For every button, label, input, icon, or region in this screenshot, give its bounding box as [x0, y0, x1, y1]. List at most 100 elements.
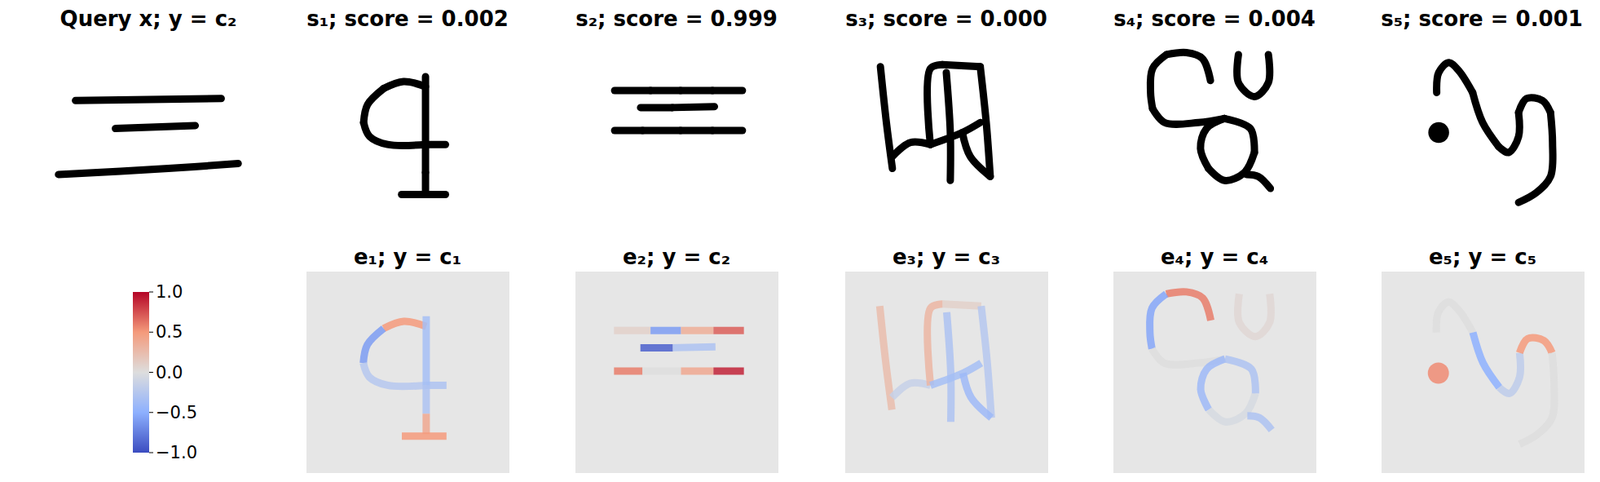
glyph-stroke: [930, 122, 980, 145]
glyph-stroke: [422, 413, 430, 434]
glyph-stroke: [363, 328, 384, 363]
glyph-stroke: [672, 106, 715, 108]
glyph-stroke: [962, 132, 991, 177]
glyph-stroke: [1518, 112, 1553, 203]
glyph-stroke: [58, 163, 239, 174]
heatmap-ground: [575, 271, 779, 473]
glyph-stroke: [363, 362, 427, 387]
glyph-stroke: [1200, 358, 1226, 410]
glyph-stroke: [401, 431, 447, 440]
panel-title: e₄; y = c₄: [1160, 245, 1269, 270]
glyph-stroke: [712, 127, 743, 135]
glyph-stroke: [1150, 293, 1167, 349]
glyph-stroke: [930, 362, 982, 385]
panel-title: e₂; y = c₂: [622, 245, 731, 270]
glyph-stroke: [75, 98, 222, 101]
explanation-map: [306, 271, 510, 473]
glyph-stroke: [680, 367, 714, 375]
sample-image: [614, 90, 743, 131]
glyph-stroke: [1166, 52, 1211, 80]
glyph-stroke: [1498, 352, 1521, 394]
glyph-stroke: [1200, 118, 1225, 168]
glyph-stroke: [422, 76, 430, 145]
glyph-stroke: [713, 367, 744, 375]
glyph-stroke: [680, 87, 713, 95]
glyph-stroke: [613, 326, 651, 335]
colorbar: [132, 291, 150, 453]
glyph-stroke: [892, 141, 931, 157]
glyph-stroke: [650, 326, 681, 335]
glyph-stroke: [962, 373, 992, 419]
glyph-stroke: [712, 87, 743, 95]
glyph-stroke: [1498, 112, 1521, 153]
glyph-stroke: [1518, 97, 1551, 113]
glyph-stroke: [680, 326, 714, 335]
colorbar-tick-label: −1.0: [155, 442, 198, 463]
glyph-stroke: [640, 343, 674, 352]
glyph-stroke: [614, 127, 643, 135]
glyph-stroke: [422, 316, 430, 386]
panel-title: e₁; y = c₁: [353, 245, 462, 270]
sample-image: [1428, 62, 1553, 203]
explanation-map: [1381, 271, 1585, 473]
glyph-dot: [1428, 122, 1449, 143]
glyph-stroke: [947, 312, 952, 422]
sample-image: [880, 64, 991, 181]
glyph-stroke: [942, 64, 981, 67]
glyph-stroke: [943, 304, 982, 306]
panel-title: s₄; score = 0.004: [1113, 7, 1316, 32]
glyph-dot: [1428, 362, 1450, 384]
glyph-stroke: [927, 304, 944, 386]
glyph-stroke: [713, 326, 744, 335]
panel-title: s₂; score = 0.999: [575, 7, 778, 32]
glyph-stroke: [1472, 332, 1499, 388]
explanation-map: [1113, 271, 1317, 473]
colorbar-ticks: [149, 291, 154, 453]
glyph-stroke: [891, 382, 931, 397]
glyph-stroke: [383, 321, 427, 329]
glyph-stroke: [422, 384, 430, 414]
glyph-stroke: [613, 367, 643, 375]
heatmap-ground: [306, 271, 510, 473]
glyph-stroke: [946, 72, 951, 181]
glyph-stroke: [680, 127, 713, 135]
glyph-stroke: [363, 88, 384, 124]
glyph-stroke: [383, 81, 426, 89]
glyph-stroke: [1519, 352, 1555, 445]
glyph-stroke: [1225, 358, 1256, 393]
glyph-stroke: [422, 144, 430, 172]
glyph-stroke: [642, 367, 681, 375]
glyph-stroke: [1237, 54, 1270, 97]
heatmap-ground: [1113, 271, 1317, 473]
glyph-stroke: [1238, 293, 1272, 336]
glyph-stroke: [640, 103, 673, 111]
glyph-stroke: [1436, 301, 1473, 332]
explanation-map: [845, 271, 1049, 473]
glyph-stroke: [1224, 118, 1255, 153]
glyph-stroke: [1150, 54, 1167, 109]
glyph-stroke: [650, 87, 681, 95]
panel-title: s₃; score = 0.000: [845, 7, 1048, 32]
explanation-map: [575, 271, 779, 473]
glyph-stroke: [1247, 415, 1272, 430]
panel-title: e₃; y = c₃: [892, 245, 1001, 270]
glyph-stroke: [422, 172, 430, 194]
panel-title: Query x; y = c₂: [60, 7, 238, 32]
panel-title: s₅; score = 0.001: [1380, 7, 1583, 32]
sample-image: [363, 76, 446, 195]
heatmap-ground: [845, 271, 1049, 473]
panel-title: e₅; y = c₅: [1428, 245, 1537, 270]
glyph-stroke: [642, 127, 681, 135]
glyph-stroke: [1166, 291, 1212, 321]
colorbar-tick-label: 1.0: [155, 282, 183, 302]
glyph-stroke: [115, 125, 196, 129]
colorbar-tick-label: 0.0: [155, 361, 183, 382]
glyph-stroke: [1436, 62, 1473, 93]
glyph-stroke: [363, 122, 426, 146]
glyph-stroke: [1472, 92, 1499, 147]
glyph-stroke: [1246, 174, 1270, 189]
colorbar-tick-label: 0.5: [155, 321, 183, 342]
sample-image: [58, 98, 239, 175]
glyph-stroke: [614, 87, 651, 95]
